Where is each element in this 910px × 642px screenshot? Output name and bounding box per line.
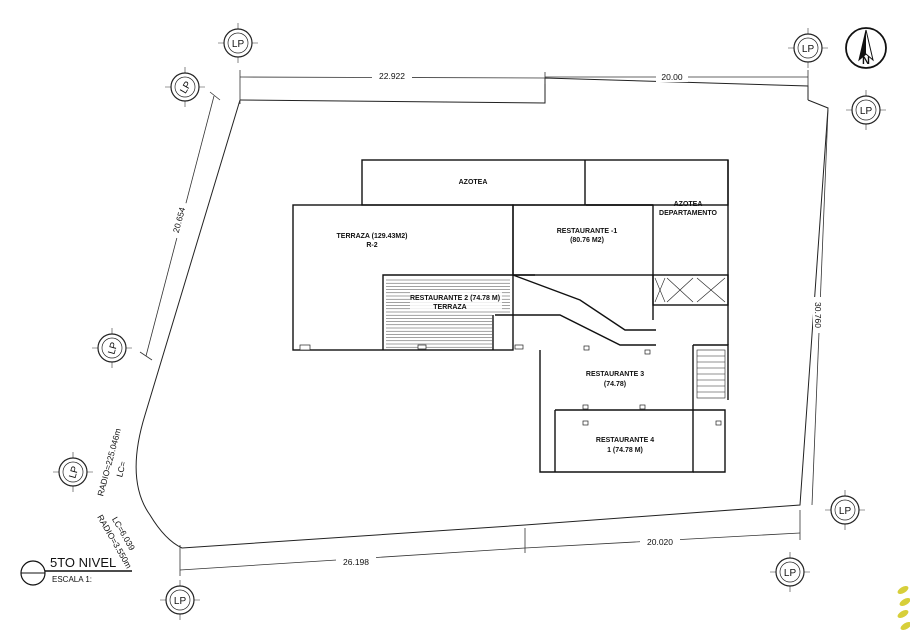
lp-label: LP xyxy=(68,465,82,480)
lp-label: LP xyxy=(860,106,873,117)
lp-marker-icon: LP xyxy=(788,28,828,68)
lp-marker-icon: LP xyxy=(53,452,93,492)
label-azotea-dep-1: AZOTEA xyxy=(674,201,703,208)
lp-marker-icon: LP xyxy=(92,328,132,368)
terrace-hatch xyxy=(386,279,510,348)
label-restaurante-4-a: RESTAURANTE 4 xyxy=(596,437,654,444)
title-block: 5TO NIVEL ESCALA 1: xyxy=(20,555,132,586)
lp-marker-icon: LP xyxy=(846,90,886,130)
label-restaurante-2-a: RESTAURANTE 2 (74.78 M) xyxy=(410,295,500,302)
dim-bottom-left: 26.198 xyxy=(343,557,369,567)
dimension-lines xyxy=(139,70,829,576)
lp-marker-icon: LP xyxy=(218,23,258,63)
north-arrow-icon: N xyxy=(845,27,887,69)
label-terraza-2: R-2 xyxy=(366,242,377,249)
lp-marker-icon: LP xyxy=(165,67,205,107)
dimension-labels: 22.922 20.00 20.654 30.760 26.198 20.020… xyxy=(95,70,824,570)
lp-label: LP xyxy=(784,568,797,579)
lp-label: LP xyxy=(839,506,852,517)
dim-curve-lc: LC= xyxy=(114,460,128,478)
lp-label: LP xyxy=(178,79,194,95)
lp-label: LP xyxy=(232,39,245,50)
lp-label: LP xyxy=(174,596,187,607)
dim-left: 20.654 xyxy=(171,206,187,234)
lp-markers: LP LP LP LP LP LP LP xyxy=(53,23,886,620)
lp-label: LP xyxy=(802,44,815,55)
lp-marker-icon: LP xyxy=(160,580,200,620)
lp-marker-icon: LP xyxy=(770,552,810,592)
site-boundary xyxy=(135,77,829,549)
label-restaurante-1-a: RESTAURANTE -1 xyxy=(557,228,618,235)
stair xyxy=(654,277,726,399)
lp-marker-icon: LP xyxy=(825,490,865,530)
label-restaurante-2-b: TERRAZA xyxy=(433,304,466,311)
room-labels: AZOTEA AZOTEA DEPARTAMENTO TERRAZA (129.… xyxy=(337,179,718,454)
label-restaurante-3-b: (74.78) xyxy=(604,381,626,388)
dim-right: 30.760 xyxy=(813,302,823,328)
label-azotea-dep-2: DEPARTAMENTO xyxy=(659,210,718,217)
dim-top-right: 20.00 xyxy=(661,72,683,82)
column-markers xyxy=(299,344,722,426)
scale-label: ESCALA 1: xyxy=(52,575,92,584)
dim-top-left: 22.922 xyxy=(379,71,405,81)
label-restaurante-4-b: 1 (74.78 M) xyxy=(607,447,643,454)
building-walls xyxy=(292,159,729,473)
level-name: 5TO NIVEL xyxy=(50,555,116,570)
label-terraza-1: TERRAZA (129.43M2) xyxy=(337,233,408,240)
label-restaurante-3-a: RESTAURANTE 3 xyxy=(586,371,644,378)
lp-label: LP xyxy=(107,341,121,356)
leaf-logo-icon xyxy=(897,586,910,630)
label-azotea: AZOTEA xyxy=(459,179,488,186)
label-restaurante-1-b: (80.76 M2) xyxy=(570,237,604,244)
dim-bottom-right: 20.020 xyxy=(647,537,673,547)
north-label: N xyxy=(862,55,870,67)
